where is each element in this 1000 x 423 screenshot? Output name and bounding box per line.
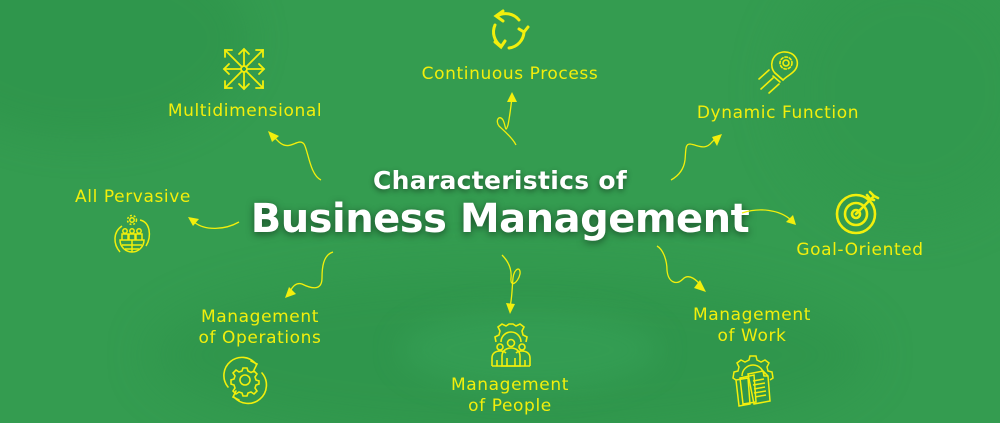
label-management-of-work: Management of Work	[652, 305, 852, 347]
arrow-continuous-process	[496, 92, 517, 146]
gear-documents-icon	[730, 354, 776, 408]
label-continuous-process: Continuous Process	[421, 64, 599, 84]
label-dynamic-function: Dynamic Function	[696, 103, 860, 123]
arrow-dynamic-function	[670, 134, 722, 181]
label-line-2: of Work	[717, 326, 787, 346]
arrow-management-of-people	[501, 254, 521, 314]
arrow-multidimensional	[268, 131, 322, 181]
title-line-1: Characteristics of	[372, 166, 628, 195]
label-management-of-operations: Management of Operations	[160, 307, 360, 349]
label-line-2: of People	[468, 396, 552, 416]
label-goal-oriented: Goal-Oriented	[796, 240, 924, 260]
label-multidimensional: Multidimensional	[167, 101, 323, 121]
label-all-pervasive: All Pervasive	[75, 187, 191, 207]
label-management-of-people: Management of People	[410, 375, 610, 417]
global-team-icon	[110, 214, 154, 258]
arrow-goal-oriented	[741, 209, 796, 225]
team-gear-icon	[488, 320, 534, 368]
expand-arrows-icon	[222, 47, 266, 91]
arrow-management-of-work	[656, 245, 706, 292]
arrow-management-of-operations	[285, 251, 334, 298]
label-line-1: Management	[451, 375, 569, 395]
title-line-2: Business Management	[250, 196, 750, 242]
label-line-2: of Operations	[198, 328, 322, 348]
arrow-all-pervasive	[188, 217, 240, 230]
gear-cycle-icon	[222, 356, 268, 405]
target-icon	[834, 190, 882, 236]
label-line-1: Management	[201, 307, 319, 327]
label-line-1: Management	[693, 305, 811, 325]
gear-lightbulb-icon	[757, 48, 803, 94]
cycle-arrows-icon	[487, 8, 533, 52]
